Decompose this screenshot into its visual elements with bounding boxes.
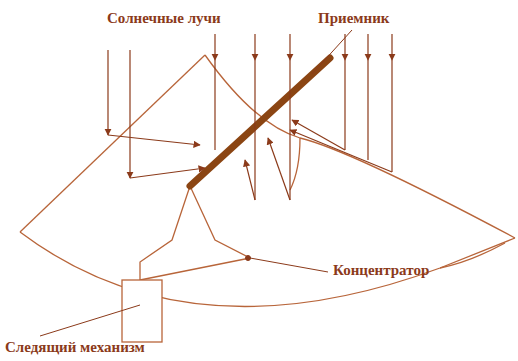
ray-paths: [215, 60, 392, 200]
concentrator-outline: [20, 55, 515, 306]
tracking-pillar: [122, 280, 162, 342]
leader-lines: [40, 30, 352, 336]
receiver-tube: [190, 58, 330, 186]
tracking-label: Следящий механизм: [5, 339, 145, 356]
receiver-label: Приемник: [318, 10, 389, 27]
concentrator-label: Концентратор: [333, 262, 429, 279]
sun-rays: [215, 34, 392, 60]
rays-label: Солнечные лучи: [107, 10, 221, 27]
support-frame: [140, 186, 250, 280]
reflected-rays: [108, 50, 392, 200]
